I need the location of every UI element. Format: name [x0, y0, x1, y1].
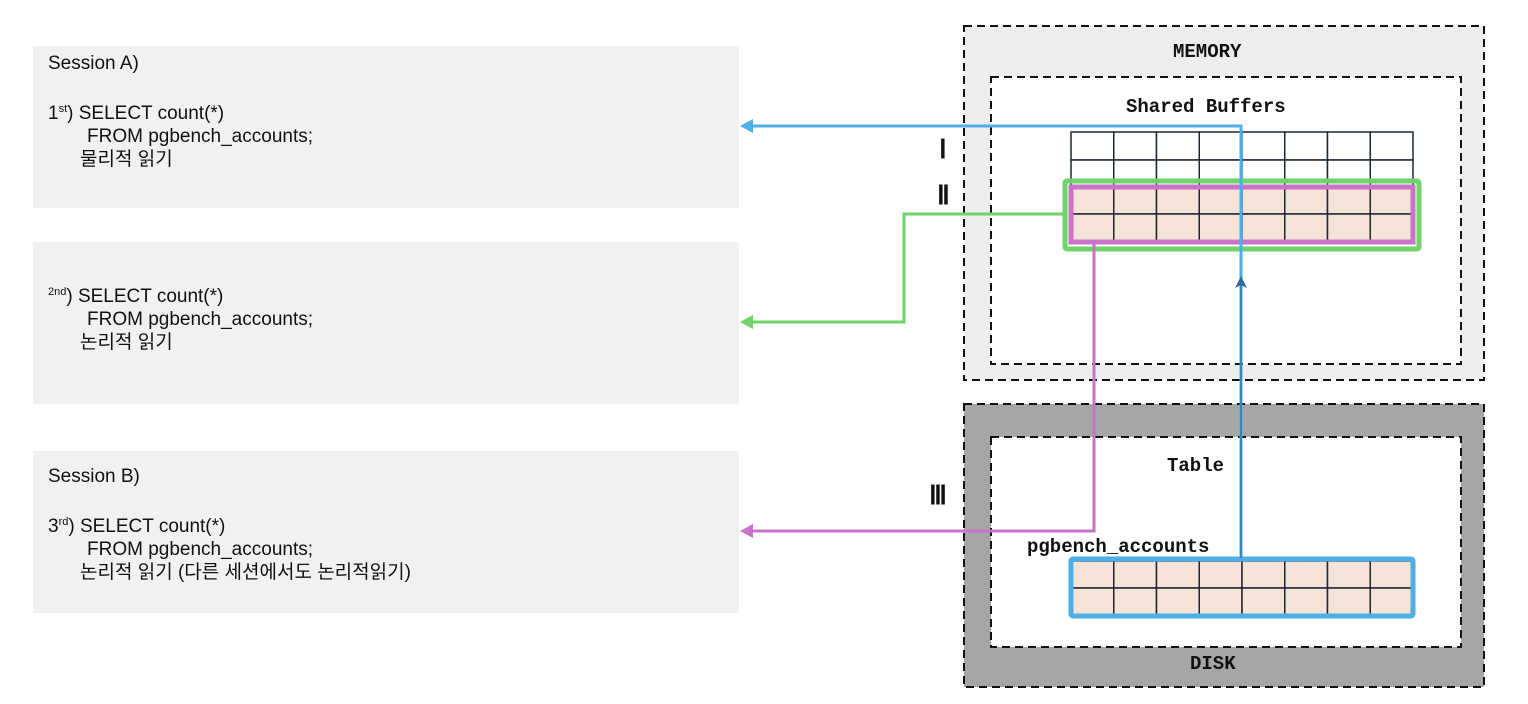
buffer-cell-filled	[1198, 187, 1243, 215]
buffer-cell-filled	[1326, 187, 1371, 215]
buffer-cell-empty	[1284, 131, 1329, 161]
buffer-cell-filled	[1369, 213, 1414, 242]
buffer-cell-empty	[1155, 131, 1200, 161]
session-a-second-query-box: 2nd) SELECT count(*) FROM pgbench_accoun…	[33, 242, 739, 404]
disk-cell	[1241, 560, 1286, 589]
disk-cell	[1070, 587, 1115, 616]
ordinal-number: 3	[48, 516, 59, 537]
disk-cell	[1326, 587, 1371, 616]
disk-title: DISK	[1190, 653, 1236, 675]
pink-connector-line	[752, 243, 1096, 533]
step-three-numeral: Ⅲ	[929, 481, 947, 510]
from-clause: FROM pgbench_accounts;	[87, 309, 314, 330]
read-type-label: 물리적 읽기	[80, 149, 173, 170]
buffer-cell-filled	[1369, 187, 1414, 215]
pink-arrowhead-left	[740, 524, 753, 538]
disk-cell	[1155, 587, 1200, 616]
buffer-cell-filled	[1070, 213, 1115, 242]
buffer-cell-filled	[1155, 187, 1200, 215]
disk-cell	[1198, 560, 1243, 589]
blue-disk-frame	[1068, 556, 1416, 619]
table-label: Table	[1167, 455, 1225, 477]
disk-cell	[1284, 587, 1329, 616]
buffer-cell-filled	[1284, 213, 1329, 242]
green-connector-line	[752, 212, 1064, 324]
buffer-cell-filled	[1155, 213, 1200, 242]
step-one-numeral: Ⅰ	[939, 135, 947, 164]
ordinal-suffix: 2nd	[48, 286, 67, 298]
buffer-cell-empty	[1070, 131, 1115, 161]
disk-table-grid	[1070, 560, 1414, 616]
buffer-cell-empty	[1326, 131, 1371, 161]
select-clause: ) SELECT count(*)	[68, 516, 226, 537]
buffer-cell-filled	[1113, 187, 1158, 215]
disk-cell	[1369, 560, 1414, 589]
disk-cell	[1369, 587, 1414, 616]
shared-buffers-label: Shared Buffers	[1126, 96, 1286, 118]
buffer-cell-empty	[1241, 131, 1286, 161]
ordinal-number: 1	[48, 103, 59, 124]
blue-arrowhead-up	[1235, 276, 1247, 288]
session-a-box: Session A) 1st) SELECT count(*) FROM pgb…	[33, 46, 739, 208]
session-header: Session B)	[48, 466, 140, 487]
blue-arrowhead-left	[740, 119, 753, 133]
select-clause: ) SELECT count(*)	[67, 103, 225, 124]
session-b-box: Session B) 3rd) SELECT count(*) FROM pgb…	[33, 451, 739, 613]
buffer-cell-filled	[1241, 187, 1286, 215]
buffer-cell-filled	[1326, 213, 1371, 242]
green-arrowhead-left	[740, 315, 753, 329]
buffer-cell-empty	[1113, 131, 1158, 161]
buffer-cell-filled	[1113, 213, 1158, 242]
buffer-cell-filled	[1241, 213, 1286, 242]
ordinal-suffix: rd	[58, 516, 69, 528]
from-clause: FROM pgbench_accounts;	[87, 539, 314, 560]
session-header: Session A)	[48, 53, 139, 74]
read-type-label: 논리적 읽기 (다른 세션에서도 논리적읽기)	[80, 562, 411, 583]
disk-cell	[1113, 587, 1158, 616]
disk-cell	[1284, 560, 1329, 589]
disk-cell	[1070, 560, 1115, 589]
ordinal-suffix: st	[58, 103, 68, 115]
buffer-cell-filled	[1070, 187, 1115, 215]
disk-cell	[1326, 560, 1371, 589]
buffer-cell-filled	[1198, 213, 1243, 242]
buffer-cell-empty	[1369, 131, 1414, 161]
disk-cell	[1155, 560, 1200, 589]
query-line-1: 2nd) SELECT count(*)	[48, 285, 223, 308]
disk-cell	[1241, 587, 1286, 616]
from-clause: FROM pgbench_accounts;	[87, 126, 314, 147]
buffer-cell-filled	[1284, 187, 1329, 215]
memory-title: MEMORY	[1173, 41, 1242, 63]
table-name-label: pgbench_accounts	[1027, 536, 1210, 558]
disk-cell	[1113, 560, 1158, 589]
step-two-numeral: Ⅱ	[937, 181, 950, 210]
disk-cell	[1198, 587, 1243, 616]
query-line-1: 3rd) SELECT count(*)	[48, 515, 225, 538]
select-clause: ) SELECT count(*)	[66, 286, 224, 307]
read-type-label: 논리적 읽기	[80, 332, 173, 353]
query-line-1: 1st) SELECT count(*)	[48, 102, 224, 125]
buffer-cell-empty	[1198, 131, 1243, 161]
